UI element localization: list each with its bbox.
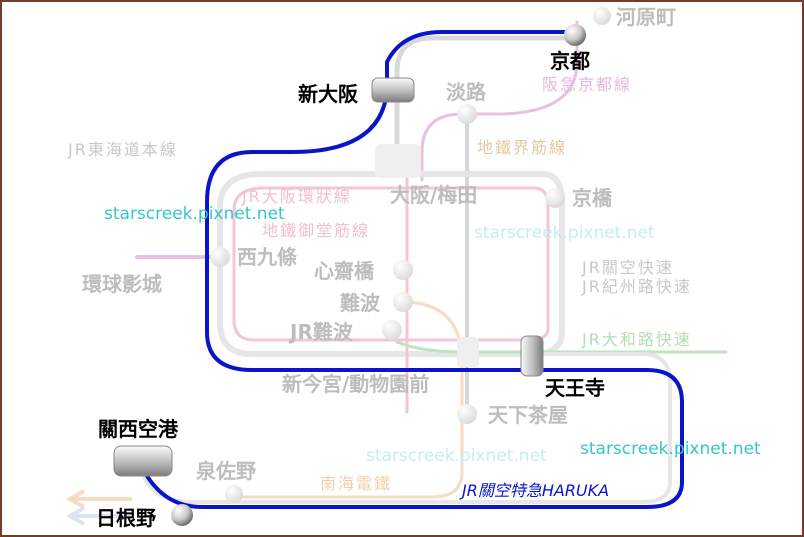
label-nankai: 南海電鐵: [320, 474, 392, 493]
label-kansai-airport: 關西空港: [98, 417, 179, 441]
station-marker-kawaramachi: [593, 7, 611, 25]
label-kyoto: 京都: [550, 49, 590, 73]
station-marker-kansai-airport: [113, 445, 173, 477]
label-namba: 難波: [340, 291, 381, 315]
arrow-upper: [65, 489, 132, 509]
line-labels: 阪急京都線 JR東海道本線 地鐵界筋線 JR大阪環狀線 地鐵御堂筋線 JR關空快…: [67, 75, 692, 493]
label-tennoji: 天王寺: [545, 376, 605, 400]
hankyu-kyoto-line: [420, 20, 579, 182]
main-stations: [113, 24, 586, 526]
main-station-labels: 京都 新大阪 天王寺 關西空港 日根野: [96, 49, 605, 530]
label-hineno: 日根野: [96, 506, 156, 530]
station-marker-nishikujo: [210, 247, 230, 267]
kanku-rapid-line: [140, 352, 672, 504]
watermark-2: starscreek.pixnet.net: [580, 439, 761, 459]
watermarks: starscreek.pixnet.net starscreek.pixnet.…: [104, 204, 761, 466]
label-sakaisuji: 地鐵界筋線: [477, 138, 567, 157]
direction-arrows: [65, 489, 132, 526]
station-marker-kyoto: [564, 24, 586, 46]
station-marker-tennoji: [520, 335, 544, 377]
label-midosuji: 地鐵御堂筋線: [262, 221, 370, 240]
station-marker-izumisano: [225, 485, 243, 503]
osaka-loop-line: [217, 171, 565, 357]
faint-stations: [210, 7, 611, 503]
label-jr-tokaido: JR東海道本線: [67, 140, 178, 159]
label-kawaramachi: 河原町: [616, 5, 676, 29]
station-marker-shin-osaka: [371, 77, 415, 103]
label-kanku-rapid: JR關空快速: [581, 258, 674, 277]
arrow-lower: [65, 506, 132, 526]
station-marker-shinsaibashi: [393, 260, 413, 280]
label-haruka: JR關空特急HARUKA: [459, 481, 609, 500]
station-marker-tengachaya: [457, 404, 477, 424]
label-kyobashi: 京橋: [572, 186, 613, 210]
faint-station-labels: 河原町 淡路 大阪/梅田 京橋 西九條 環球影城 心齋橋 難波 JR難波 新今宮…: [82, 5, 676, 483]
label-kinokuji-rapid: JR紀州路快速: [581, 277, 692, 296]
label-yamatoji-rapid: JR大和路快速: [581, 330, 692, 349]
label-shin-imamiya: 新今宮/動物園前: [282, 372, 429, 396]
station-marker-osaka: [375, 144, 421, 178]
label-tengachaya: 天下茶屋: [488, 403, 568, 427]
label-hankyu-kyoto: 阪急京都線: [542, 75, 632, 94]
station-marker-namba: [393, 292, 413, 312]
label-awaji: 淡路: [446, 80, 487, 104]
label-universal: 環球影城: [82, 272, 162, 296]
watermark-1: starscreek.pixnet.net: [104, 204, 285, 224]
watermark-3: starscreek.pixnet.net: [474, 223, 655, 243]
station-marker-jr-namba: [382, 320, 402, 340]
label-jr-namba: JR難波: [288, 320, 354, 344]
station-marker-hineno: [171, 504, 193, 526]
station-marker-awaji: [457, 104, 477, 124]
label-shinsaibashi: 心齋橋: [314, 259, 375, 283]
label-izumisano: 泉佐野: [195, 459, 256, 483]
label-osaka-loop: JR大阪環狀線: [241, 187, 352, 206]
station-marker-shin-imamiya: [457, 337, 479, 367]
label-shin-osaka: 新大阪: [298, 82, 359, 106]
jr-tokaido-line: [394, 35, 570, 165]
label-osaka-umeda: 大阪/梅田: [390, 183, 477, 207]
watermark-4: starscreek.pixnet.net: [366, 446, 547, 466]
station-marker-kyobashi: [545, 188, 565, 208]
label-nishikujo: 西九條: [237, 245, 297, 269]
